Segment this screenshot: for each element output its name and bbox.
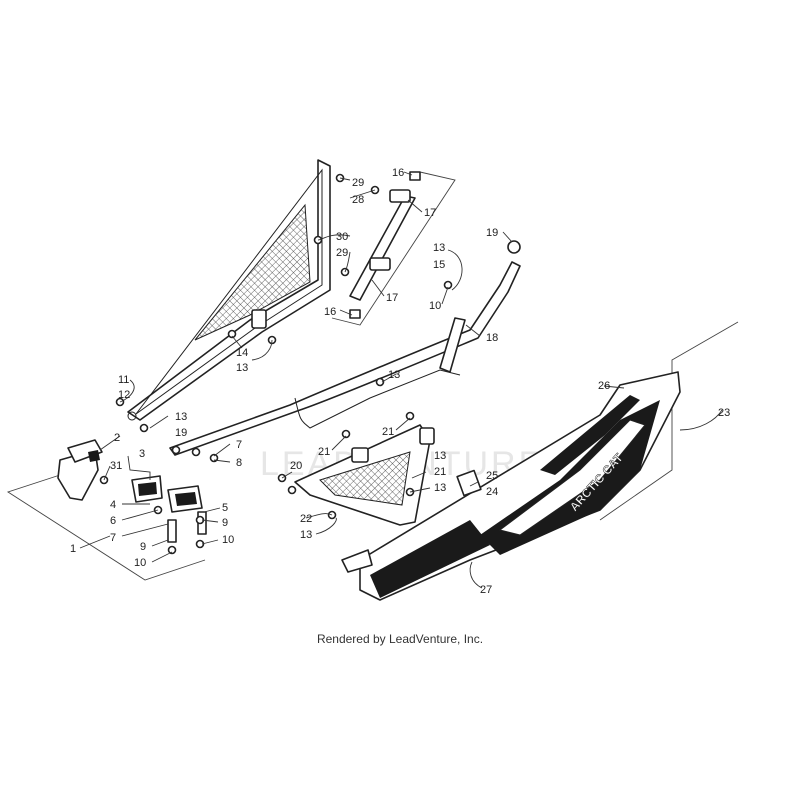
seal-strips	[349, 171, 421, 319]
callout-14: 14	[236, 347, 248, 359]
callout-10: 10	[429, 300, 441, 312]
side-panel-decal: ARCTIC CAT	[341, 371, 681, 601]
callout-18: 18	[486, 332, 498, 344]
leader-lines	[79, 171, 723, 589]
callout-24: 24	[486, 486, 498, 498]
callout-15: 15	[433, 259, 445, 271]
callout-16: 16	[324, 306, 336, 318]
group-box-1	[6, 474, 206, 581]
callout-26: 26	[598, 380, 610, 392]
callout-8: 8	[236, 457, 242, 469]
group-box-23	[599, 321, 739, 521]
callout-19: 19	[175, 427, 187, 439]
callout-21: 21	[318, 446, 330, 458]
callout-13: 13	[434, 482, 446, 494]
callout-22: 22	[300, 513, 312, 525]
callouts: 29 28 16 17 30 29 17 16 19 13 15 10 18 1…	[70, 167, 730, 596]
callout-13: 13	[175, 411, 187, 423]
callout-23: 23	[718, 407, 730, 419]
callout-2: 2	[114, 432, 120, 444]
callout-13: 13	[236, 362, 248, 374]
lower-door-panel	[294, 424, 435, 526]
callout-10: 10	[134, 557, 146, 569]
callout-6: 6	[110, 515, 116, 527]
callout-10: 10	[222, 534, 234, 546]
callout-21: 21	[434, 466, 446, 478]
callout-9: 9	[140, 541, 146, 553]
callout-30: 30	[336, 231, 348, 243]
callout-17: 17	[424, 207, 436, 219]
callout-21: 21	[382, 426, 394, 438]
callout-13: 13	[388, 369, 400, 381]
callout-19: 19	[486, 227, 498, 239]
latch-bracket	[57, 439, 207, 543]
callout-27: 27	[480, 584, 492, 596]
callout-11: 11	[118, 374, 129, 386]
callout-13: 13	[300, 529, 312, 541]
callout-31: 31	[110, 460, 122, 472]
callout-4: 4	[110, 499, 116, 511]
callout-17: 17	[386, 292, 398, 304]
callout-7: 7	[236, 439, 242, 451]
callout-1: 1	[70, 543, 76, 555]
callout-20: 20	[290, 460, 302, 472]
callout-16: 16	[392, 167, 404, 179]
callout-13: 13	[434, 450, 446, 462]
callout-28: 28	[352, 194, 364, 206]
callout-3: 3	[139, 448, 145, 460]
group-box-16-17	[331, 171, 456, 326]
callout-9: 9	[222, 517, 228, 529]
callout-12: 12	[118, 389, 130, 401]
lower-door-frame	[169, 240, 521, 456]
upper-door-frame	[127, 159, 331, 421]
credit-text: Rendered by LeadVenture, Inc.	[316, 632, 484, 646]
callout-7: 7	[110, 532, 116, 544]
callout-25: 25	[486, 470, 498, 482]
callout-29: 29	[336, 247, 348, 259]
callout-5: 5	[222, 502, 228, 514]
callout-13: 13	[433, 242, 445, 254]
callout-29: 29	[352, 177, 364, 189]
